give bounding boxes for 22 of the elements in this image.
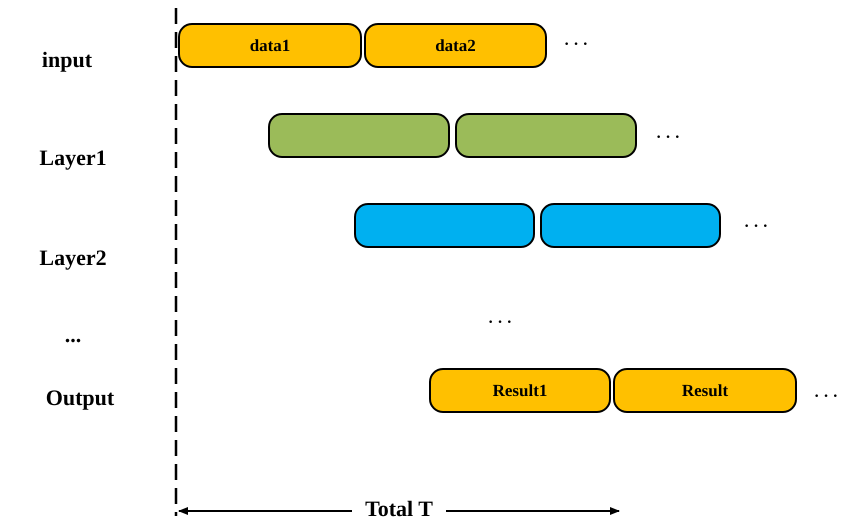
time-slot-bar: [455, 113, 637, 158]
bar-label: data2: [435, 36, 476, 56]
row-label: ...: [64, 322, 82, 348]
row-label: Layer2: [39, 245, 107, 271]
ellipsis: · · ·: [656, 129, 680, 147]
ellipsis: · · ·: [744, 218, 768, 236]
time-slot-bar: [364, 23, 547, 68]
ellipsis: · · ·: [814, 388, 838, 406]
time-slot-bar: [268, 113, 450, 158]
row-label: Layer1: [39, 145, 107, 171]
ellipsis: · · ·: [488, 314, 512, 332]
time-slot-bar: [540, 203, 721, 248]
ellipsis: · · ·: [564, 36, 588, 54]
row-label: input: [42, 47, 92, 73]
bar-label: data1: [250, 36, 290, 56]
bar-label: Result: [682, 380, 728, 400]
bar-label: Result1: [492, 380, 548, 400]
time-slot-bar: [613, 368, 797, 413]
time-slot-bar: [354, 203, 535, 248]
time-slot-bar: [429, 368, 611, 413]
time-slot-bar: [178, 23, 362, 68]
row-label: Output: [46, 385, 114, 411]
